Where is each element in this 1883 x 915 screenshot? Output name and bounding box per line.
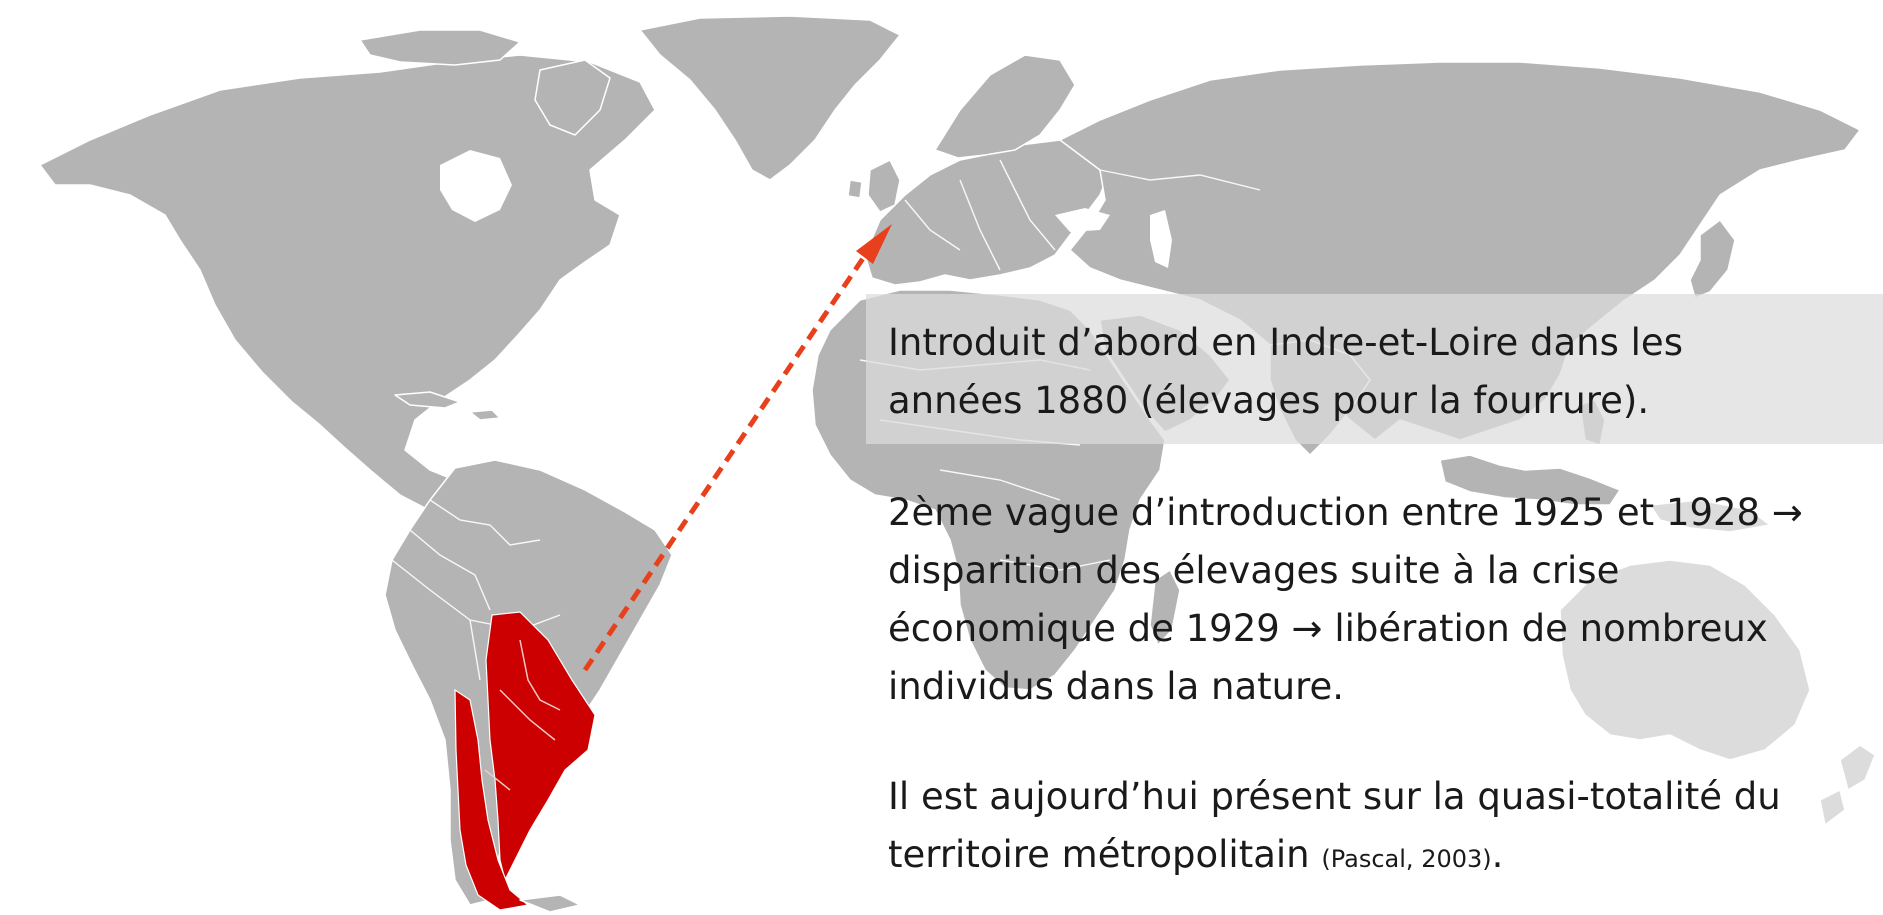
arctic-islands	[359, 29, 521, 66]
caribbean-islands	[394, 391, 501, 421]
scandinavia-landmass	[934, 54, 1076, 159]
new-guinea-island	[1648, 499, 1772, 533]
hudson-bay	[440, 150, 512, 222]
australia-landmass	[1559, 559, 1811, 761]
baffin-island	[534, 59, 611, 136]
info-panel: Introduit d’abord en Indre-et-Loire dans…	[866, 294, 1883, 900]
second-wave-text: 2ème vague d’introduction entre 1925 et …	[888, 491, 1803, 708]
europe-borders	[904, 159, 1261, 271]
southeast-asia-islands	[1439, 454, 1621, 506]
intro-paragraph: Introduit d’abord en Indre-et-Loire dans…	[888, 314, 1828, 430]
native-range-east	[485, 611, 596, 882]
info-panel-backdrop	[866, 294, 1883, 444]
current-presence-paragraph: Il est aujourd’hui présent sur la quasi-…	[888, 768, 1828, 888]
current-presence-end: .	[1491, 833, 1504, 876]
british-isles	[847, 159, 901, 213]
native-range-west	[454, 688, 530, 911]
second-wave-paragraph: 2ème vague d’introduction entre 1925 et …	[888, 484, 1828, 716]
greenland-landmass	[639, 15, 901, 181]
native-range-borders	[484, 639, 561, 791]
citation: (Pascal, 2003)	[1321, 845, 1492, 873]
introduction-arrow	[582, 243, 875, 672]
antarctic-fragment	[519, 894, 581, 913]
intro-text: Introduit d’abord en Indre-et-Loire dans…	[888, 321, 1683, 422]
caspian-sea	[1150, 210, 1172, 268]
arrow-head	[856, 224, 892, 264]
current-presence-text: Il est aujourd’hui présent sur la quasi-…	[888, 775, 1781, 876]
europe-landmass	[864, 139, 1111, 286]
madagascar-island	[1149, 569, 1181, 646]
new-zealand-islands	[1819, 744, 1876, 827]
south-america-borders	[391, 499, 561, 681]
black-sea	[1055, 208, 1110, 232]
japan-islands	[1689, 219, 1736, 299]
